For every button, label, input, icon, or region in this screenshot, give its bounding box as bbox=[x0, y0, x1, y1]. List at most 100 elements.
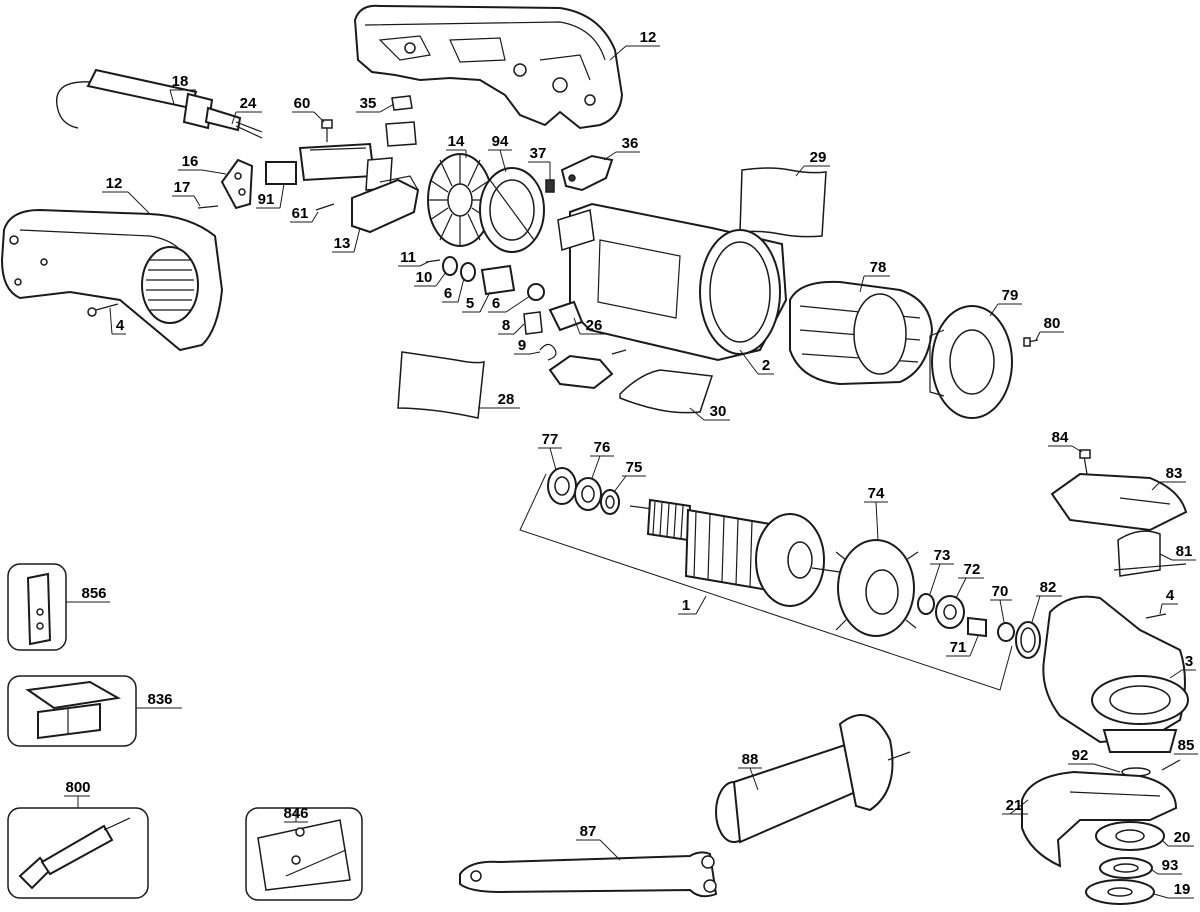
part-switch-cover bbox=[351, 175, 420, 234]
part-bearings-77-76-75 bbox=[547, 467, 620, 515]
part-screw-61 bbox=[315, 203, 335, 211]
part-baffle bbox=[479, 167, 545, 253]
callout-3: 3 bbox=[1185, 653, 1193, 670]
callout-9: 9 bbox=[518, 337, 526, 354]
callout-74: 74 bbox=[868, 485, 885, 502]
callout-79: 79 bbox=[1002, 287, 1019, 304]
part-switch bbox=[298, 142, 393, 191]
armature-group-bracket bbox=[519, 473, 1013, 691]
callout-1: 1 bbox=[682, 597, 690, 614]
leader-lines bbox=[64, 45, 1198, 899]
part-cover-36 bbox=[560, 154, 614, 192]
part-fan-baffle-74 bbox=[835, 539, 919, 637]
part-side-handle bbox=[715, 714, 911, 844]
callout-70: 70 bbox=[992, 583, 1009, 600]
callout-92: 92 bbox=[1072, 747, 1089, 764]
callout-93: 93 bbox=[1162, 857, 1179, 874]
part-screw-60 bbox=[321, 119, 333, 142]
callout-76: 76 bbox=[594, 439, 611, 456]
callout-75: 75 bbox=[626, 459, 643, 476]
callout-2: 2 bbox=[762, 357, 770, 374]
callout-77: 77 bbox=[542, 431, 559, 448]
callout-6-a: 6 bbox=[444, 285, 452, 302]
callout-29: 29 bbox=[810, 149, 827, 166]
callout-78: 78 bbox=[870, 259, 887, 276]
part-armature bbox=[629, 498, 841, 607]
callout-24: 24 bbox=[240, 95, 257, 112]
callout-labels: 12 18 24 60 35 14 94 37 36 16 12 17 91 6… bbox=[65, 29, 1194, 898]
part-label-29 bbox=[739, 167, 827, 238]
callout-8: 8 bbox=[502, 317, 510, 334]
callout-16: 16 bbox=[182, 153, 199, 170]
part-bearing-stack bbox=[917, 593, 1015, 642]
callout-85: 85 bbox=[1178, 737, 1195, 754]
part-guard bbox=[1021, 770, 1178, 868]
part-856-kit bbox=[7, 563, 67, 651]
callout-35: 35 bbox=[360, 95, 377, 112]
part-brush-cover bbox=[548, 349, 627, 390]
part-housing-half-top bbox=[353, 4, 624, 130]
callout-84: 84 bbox=[1052, 429, 1069, 446]
callout-82: 82 bbox=[1040, 579, 1057, 596]
callout-19: 19 bbox=[1174, 881, 1191, 898]
callout-10: 10 bbox=[416, 269, 433, 286]
callout-30: 30 bbox=[710, 403, 727, 420]
callout-17: 17 bbox=[174, 179, 191, 196]
callout-28: 28 bbox=[498, 391, 515, 408]
part-o-ring-82 bbox=[1015, 621, 1041, 659]
part-836-kit bbox=[7, 675, 137, 747]
callout-6-b: 6 bbox=[492, 295, 500, 312]
callout-4-left: 4 bbox=[116, 317, 125, 334]
callout-20: 20 bbox=[1174, 829, 1191, 846]
part-92-85 bbox=[1121, 759, 1181, 777]
callout-61: 61 bbox=[292, 205, 309, 222]
part-brush-8 bbox=[523, 311, 543, 335]
part-label-28 bbox=[397, 351, 485, 419]
part-screw-80 bbox=[1023, 337, 1039, 347]
callout-36: 36 bbox=[622, 135, 639, 152]
callout-14: 14 bbox=[448, 133, 465, 150]
callout-83: 83 bbox=[1166, 465, 1183, 482]
callout-856: 856 bbox=[81, 585, 106, 602]
part-gear-case bbox=[1042, 595, 1189, 753]
part-846-kit bbox=[245, 807, 363, 901]
callout-13: 13 bbox=[334, 235, 351, 252]
callout-4-right: 4 bbox=[1166, 587, 1175, 604]
part-800-kit bbox=[7, 807, 149, 899]
callout-72: 72 bbox=[964, 561, 981, 578]
part-screw-4-left bbox=[87, 303, 119, 317]
part-fan bbox=[427, 153, 493, 247]
part-screw-17 bbox=[197, 205, 219, 209]
callout-87: 87 bbox=[580, 823, 597, 840]
part-end-bell bbox=[929, 305, 1013, 419]
part-brush-set bbox=[425, 256, 545, 301]
part-spring-9 bbox=[539, 343, 557, 361]
callout-26: 26 bbox=[586, 317, 603, 334]
callout-18: 18 bbox=[172, 73, 189, 90]
callout-71: 71 bbox=[950, 639, 967, 656]
callout-37: 37 bbox=[530, 145, 547, 162]
part-cord-clamp bbox=[220, 158, 254, 210]
callout-88: 88 bbox=[742, 751, 759, 768]
callout-73: 73 bbox=[934, 547, 951, 564]
callout-80: 80 bbox=[1044, 315, 1061, 332]
callout-800: 800 bbox=[65, 779, 90, 796]
part-block-91 bbox=[265, 161, 297, 185]
callout-5: 5 bbox=[466, 295, 474, 312]
part-screw-4-right bbox=[1145, 613, 1167, 619]
part-rear-housing bbox=[0, 208, 224, 352]
part-brush-35 bbox=[385, 95, 417, 147]
part-label-30 bbox=[619, 369, 714, 414]
callout-81: 81 bbox=[1176, 543, 1193, 560]
part-flange-stack bbox=[1085, 821, 1165, 905]
part-clip-26 bbox=[548, 300, 584, 332]
part-field bbox=[789, 280, 934, 386]
callout-836: 836 bbox=[147, 691, 172, 708]
callout-11: 11 bbox=[400, 249, 416, 266]
callout-91: 91 bbox=[258, 191, 275, 208]
callout-12-top: 12 bbox=[640, 29, 657, 46]
part-spanner-wrench bbox=[459, 851, 718, 898]
part-power-cord bbox=[56, 68, 263, 139]
callout-846: 846 bbox=[283, 805, 308, 822]
